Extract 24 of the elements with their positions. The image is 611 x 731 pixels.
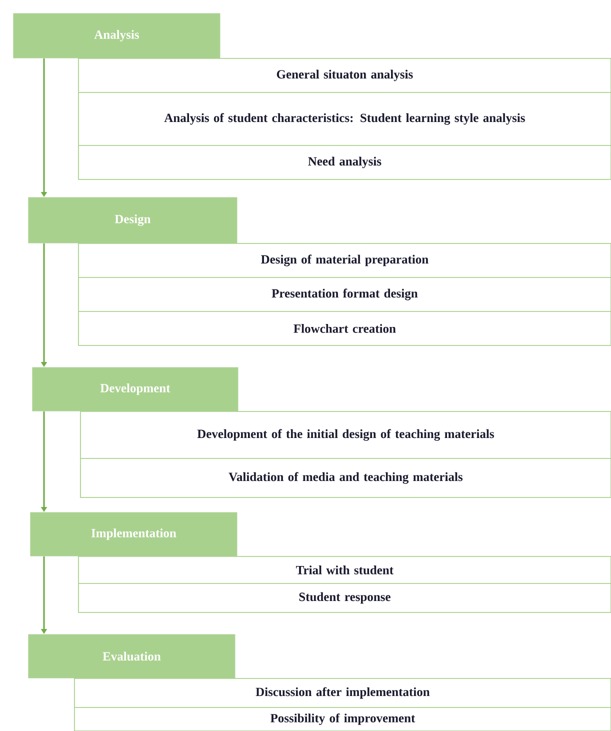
node-label: Student response: [299, 592, 390, 604]
step-box: Presentation format design: [78, 277, 611, 312]
step-box: Discussion after implementation: [74, 678, 611, 708]
step-box: General situaton analysis: [78, 58, 611, 93]
step-box: Development of the initial design of teaching materials: [80, 411, 611, 459]
step-box: Analysis of student characteristics: Student learning style analysis: [78, 92, 611, 146]
step-box: Validation of media and teaching materials: [80, 458, 611, 498]
step-box: Student response: [78, 583, 611, 613]
node-label: Flowchart creation: [294, 324, 396, 333]
node-label: Presentation format design: [272, 288, 418, 300]
step-box: Need analysis: [78, 145, 611, 180]
stage-box: Evaluation: [28, 634, 236, 678]
step-box: Design of material preparation: [78, 243, 611, 278]
step-box: Possibility of improvement: [74, 707, 611, 731]
node-label: Need analysis: [308, 156, 382, 168]
step-box: Flowchart creation: [78, 311, 611, 346]
stage-box: Development: [32, 367, 238, 412]
node-label: Analysis of student characteristics: Student learning style analysis: [164, 113, 525, 125]
stage-box: Implementation: [30, 512, 238, 556]
stage-box: Analysis: [13, 13, 220, 58]
step-box: Trial with student: [78, 556, 611, 584]
stage-box: Design: [28, 197, 238, 244]
node-label: Validation of media and teaching materials: [228, 472, 463, 484]
node-label: Possibility of improvement: [270, 713, 416, 725]
